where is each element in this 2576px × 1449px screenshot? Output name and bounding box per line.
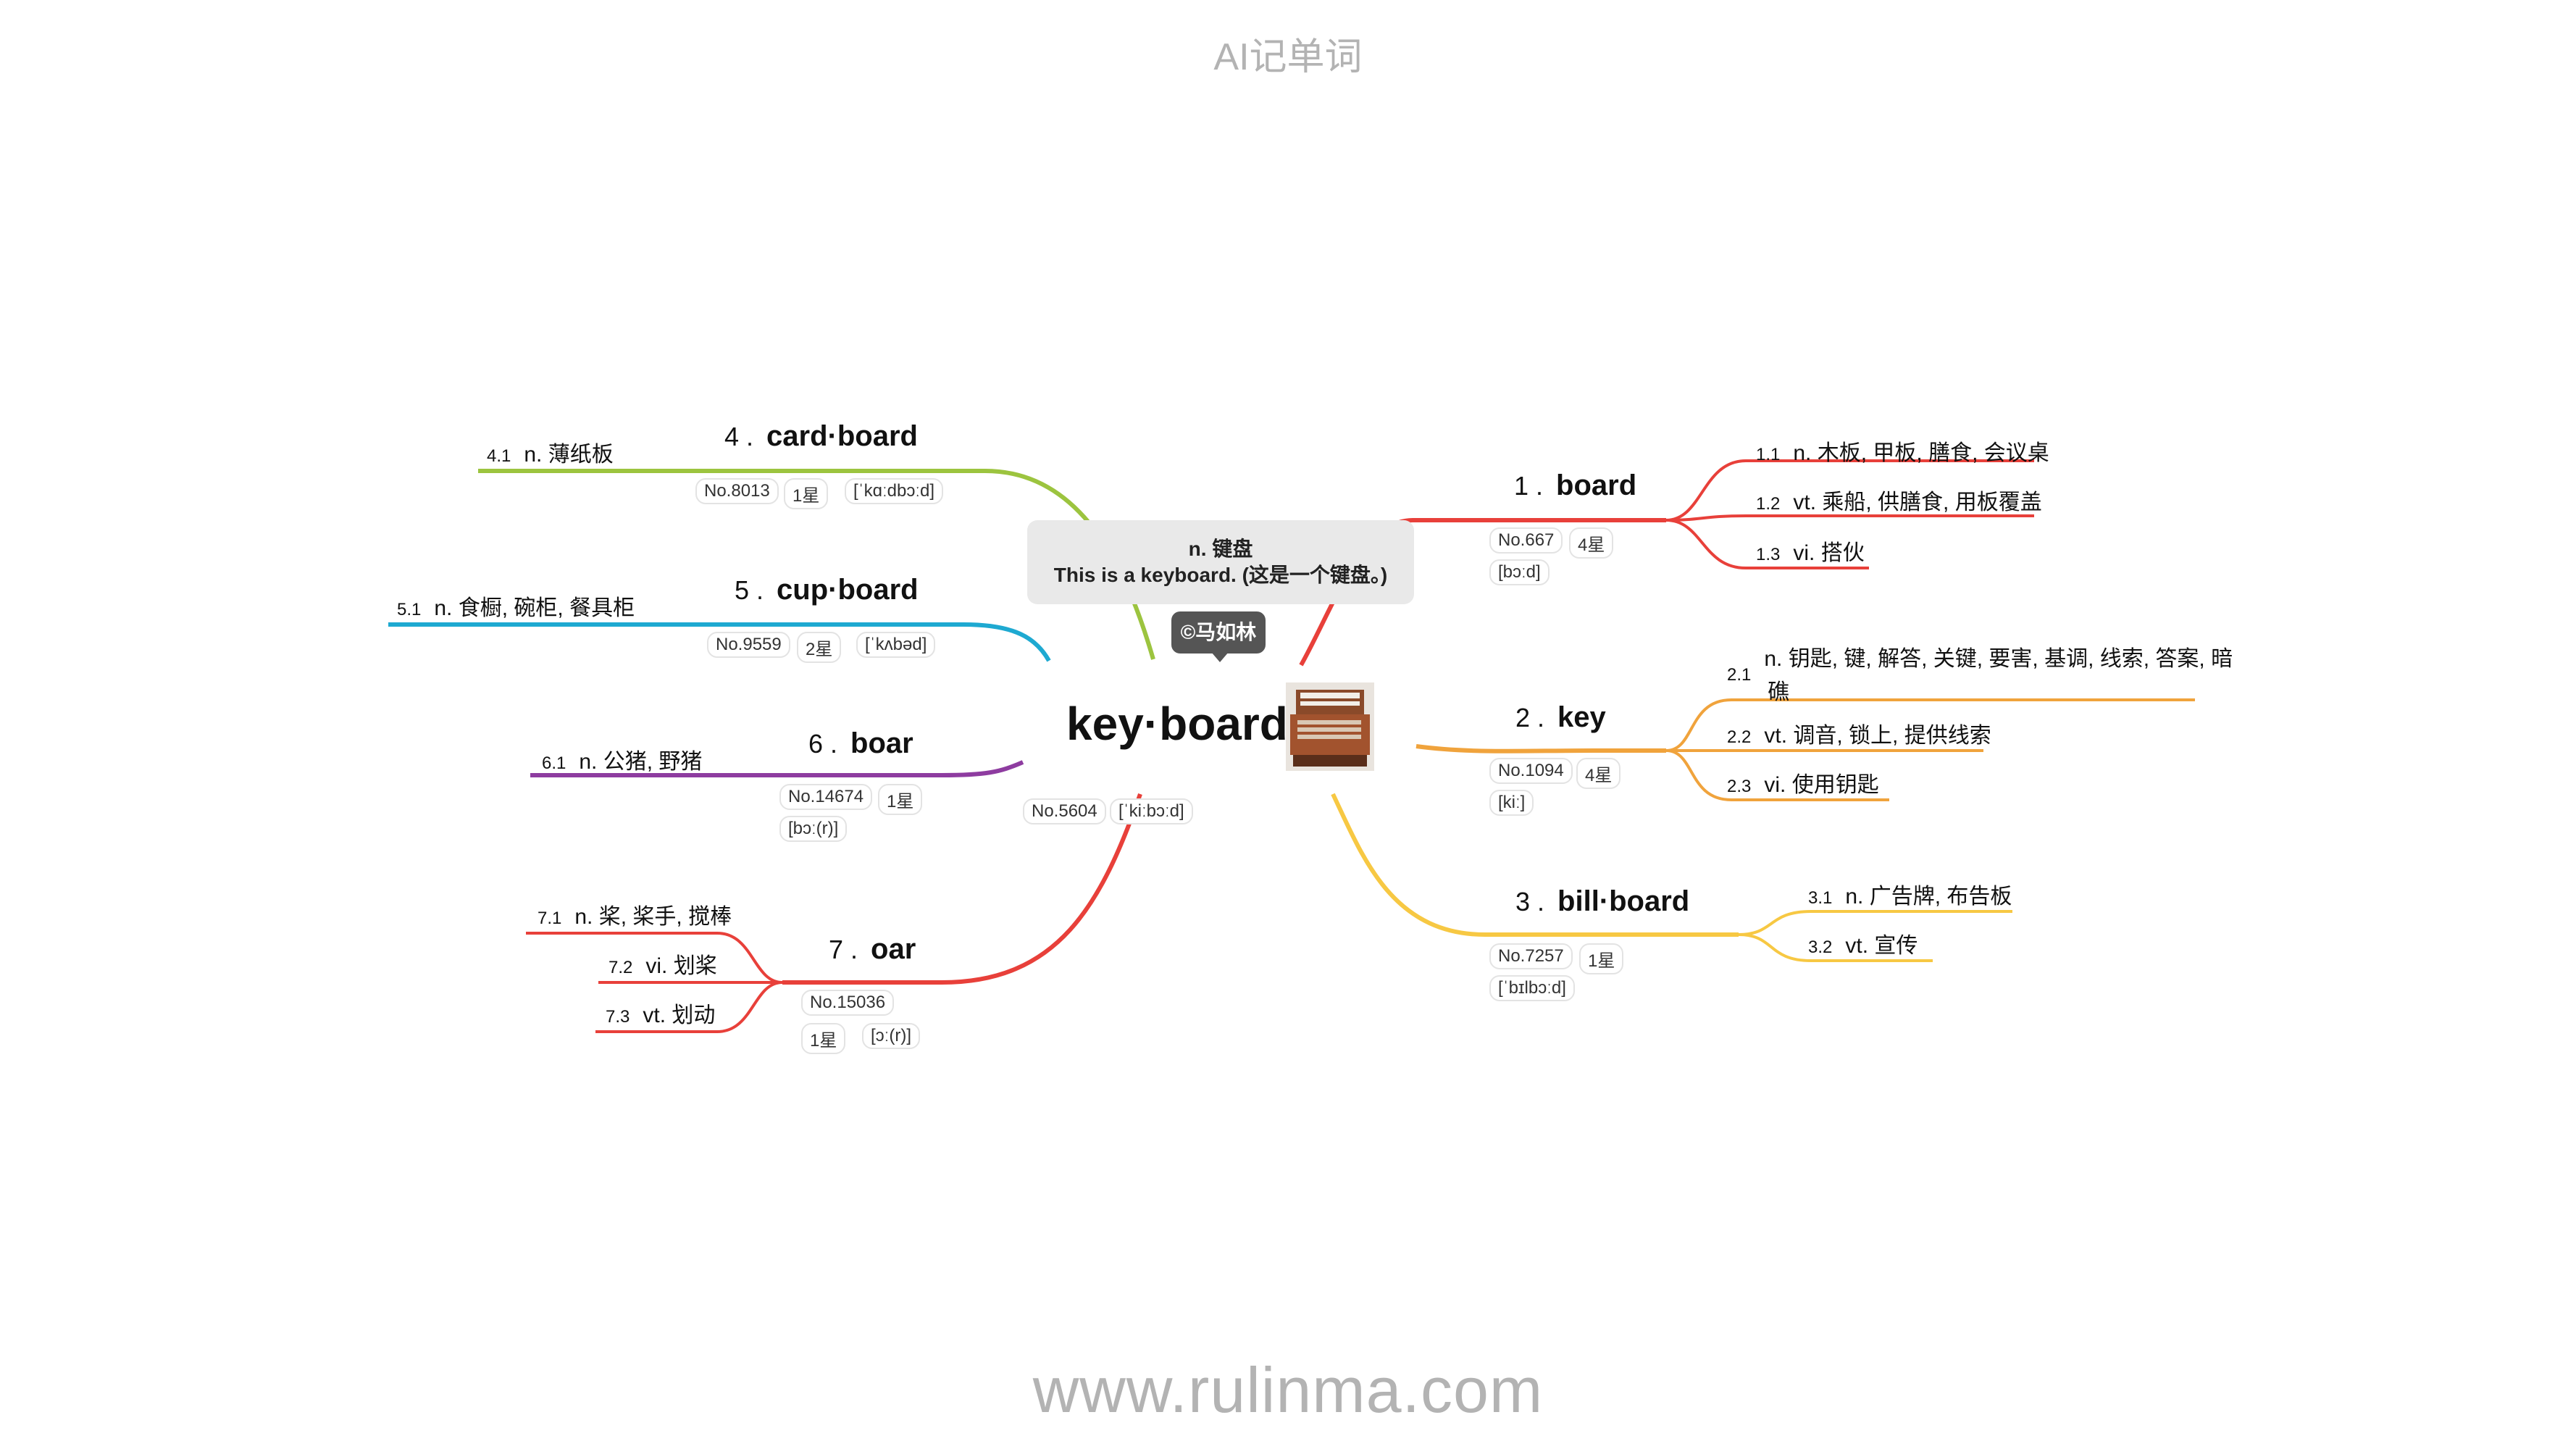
- branch-board-number: No.667: [1489, 527, 1563, 554]
- connector-billboard-sense-2: [1738, 933, 1933, 962]
- branch-board[interactable]: 1 . board: [1514, 469, 1636, 502]
- branch-cupboard-number: No.9559: [707, 632, 790, 658]
- branch-oar-number: No.15036: [801, 990, 895, 1016]
- keyboard-organ-photo-icon: [1286, 682, 1374, 771]
- connector-board-sense-3: [1665, 519, 1869, 569]
- branch-oar-index: 7 .: [829, 935, 858, 964]
- branch-cardboard-stars: 1星: [784, 478, 829, 509]
- branch-billboard-index: 3 .: [1515, 887, 1545, 916]
- branch-board-phonetic: [bɔːd]: [1489, 559, 1550, 585]
- branch-cardboard-phonetic: [ˈkɑːdbɔːd]: [845, 478, 944, 504]
- connector-board-sense-2: [1665, 514, 2034, 522]
- branch-boar-phonetic: [bɔː(r)]: [779, 816, 848, 842]
- branch-oar[interactable]: 7 . oar: [829, 933, 916, 966]
- copyright-badge-pointer: [1211, 652, 1229, 662]
- branch-boar-word: boar: [850, 727, 913, 759]
- connector-key-sense-3: [1665, 749, 1889, 801]
- branch-board-stars: 4星: [1569, 527, 1614, 559]
- connector-billboard-sense-1: [1738, 910, 2012, 936]
- branch-key-index: 2 .: [1515, 703, 1545, 732]
- branch-billboard-stars: 1星: [1579, 943, 1624, 974]
- tooltip-example: This is a keyboard. (这是一个键盘。): [1053, 564, 1388, 586]
- meaning-tooltip: n. 键盘 This is a keyboard. (这是一个键盘。): [1027, 520, 1414, 604]
- branch-cupboard-word: cup·board: [777, 574, 919, 606]
- connector-oar-sense-1: [526, 932, 783, 984]
- branch-board-word: board: [1556, 469, 1637, 501]
- connector-oar-sense-3: [595, 981, 783, 1033]
- branch-cupboard-stars: 2星: [797, 632, 842, 663]
- branch-cardboard[interactable]: 4 . card·board: [724, 420, 918, 453]
- tooltip-meaning: n. 键盘: [1188, 538, 1253, 560]
- connector-key: [1415, 744, 1666, 753]
- center-number-tag: No.5604: [1023, 798, 1106, 824]
- branch-billboard[interactable]: 3 . bill·board: [1515, 885, 1689, 918]
- connector-boar: [530, 760, 1024, 777]
- branch-oar-phonetic: [ɔː(r)]: [862, 1023, 920, 1049]
- connector-key-sense-1: [1665, 698, 2195, 752]
- branch-cupboard[interactable]: 5 . cup·board: [735, 574, 919, 606]
- branch-billboard-phonetic: [ˈbɪlbɔːd]: [1489, 975, 1575, 1001]
- branch-cardboard-word: card·board: [766, 420, 918, 452]
- branch-boar-stars: 1星: [878, 784, 923, 815]
- sense-2-1[interactable]: 2.1n. 钥匙, 键, 解答, 关键, 要害, 基调, 线索, 答案, 暗 礁: [1727, 647, 2233, 704]
- center-phonetic-tag: [ˈkiːbɔːd]: [1110, 798, 1193, 824]
- footer-url: www.rulinma.com: [1032, 1354, 1544, 1426]
- branch-key-stars: 4星: [1576, 758, 1621, 789]
- app-title: AI记单词: [1213, 36, 1363, 78]
- branch-cardboard-index: 4 .: [724, 422, 754, 451]
- connector-cupboard: [388, 622, 1051, 662]
- branch-key-phonetic: [kiː]: [1489, 790, 1534, 816]
- center-word[interactable]: key·board: [1066, 698, 1288, 750]
- branch-cupboard-index: 5 .: [735, 575, 764, 605]
- branch-boar-index: 6 .: [808, 729, 838, 759]
- branch-key[interactable]: 2 . key: [1515, 701, 1606, 734]
- branch-cardboard-number: No.8013: [695, 478, 779, 504]
- branch-billboard-word: bill·board: [1557, 885, 1690, 917]
- branch-cupboard-phonetic: [ˈkʌbəd]: [856, 632, 936, 658]
- branch-oar-stars: 1星: [801, 1023, 846, 1054]
- connector-oar: [782, 793, 1142, 985]
- connector-board-sense-1: [1665, 459, 2034, 522]
- branch-billboard-number: No.7257: [1489, 943, 1573, 969]
- branch-key-number: No.1094: [1489, 758, 1573, 784]
- copyright-badge: ©马如林: [1171, 611, 1266, 653]
- branch-oar-word: oar: [871, 933, 916, 965]
- branch-boar[interactable]: 6 . boar: [808, 727, 913, 760]
- connector-billboard: [1331, 793, 1739, 937]
- branch-board-index: 1 .: [1514, 471, 1544, 501]
- branch-key-word: key: [1557, 701, 1606, 733]
- branch-boar-number: No.14674: [779, 784, 873, 810]
